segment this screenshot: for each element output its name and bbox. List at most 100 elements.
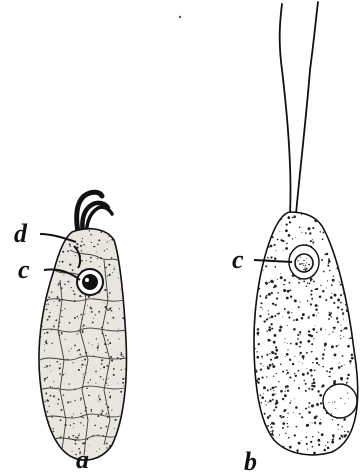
stipple-dot <box>79 354 81 356</box>
stipple-dot <box>316 315 317 316</box>
stipple-dot <box>98 434 99 435</box>
stipple-dot <box>343 329 344 330</box>
stipple-dot <box>269 364 272 367</box>
stipple-dot <box>276 373 277 374</box>
stipple-dot <box>270 280 273 283</box>
stipple-dot <box>269 326 271 328</box>
stipple-dot <box>108 406 110 408</box>
stipple-dot <box>110 463 111 464</box>
stipple-dot <box>286 370 288 372</box>
stipple-dot <box>62 251 64 253</box>
stipple-dot <box>45 274 47 276</box>
stipple-dot <box>340 335 341 336</box>
stipple-dot <box>275 401 278 404</box>
stipple-dot <box>268 293 271 296</box>
stipple-dot <box>305 265 306 266</box>
stipple-dot <box>35 280 37 282</box>
stipple-dot <box>252 444 253 445</box>
stipple-dot <box>46 286 47 287</box>
stipple-dot <box>108 344 109 345</box>
stipple-dot <box>322 358 324 360</box>
stipple-dot <box>299 346 301 348</box>
stipple-dot <box>104 343 106 345</box>
stipple-dot <box>252 359 254 361</box>
stipple-dot <box>85 301 86 302</box>
stipple-dot <box>64 283 66 285</box>
stipple-dot <box>315 309 317 311</box>
stipple-dot <box>58 283 60 285</box>
stipple-dot <box>252 408 254 410</box>
stipple-dot <box>347 239 348 240</box>
stipple-dot <box>122 267 124 269</box>
stipple-dot <box>117 357 119 359</box>
stipple-dot <box>338 429 339 430</box>
stipple-dot <box>119 338 120 339</box>
stipple-dot <box>329 225 332 228</box>
stipple-dot <box>43 239 45 241</box>
stipple-dot <box>98 401 99 402</box>
stipple-dot <box>313 280 315 282</box>
stipple-dot <box>252 228 254 230</box>
stipple-dot <box>274 244 276 246</box>
stipple-dot <box>301 263 303 265</box>
stipple-dot <box>123 429 125 431</box>
stipple-dot <box>108 459 109 460</box>
stipple-dot <box>77 437 79 439</box>
stipple-dot <box>309 232 311 234</box>
stipple-dot <box>282 416 284 418</box>
stipple-dot <box>358 232 359 233</box>
stipple-dot <box>280 239 282 241</box>
stipple-dot <box>360 353 363 356</box>
stipple-dot <box>37 411 38 412</box>
stipple-dot <box>287 349 288 350</box>
stipple-dot <box>314 369 316 371</box>
stipple-dot <box>256 356 259 359</box>
stipple-dot <box>292 217 293 218</box>
stipple-dot <box>269 258 270 259</box>
stipple-dot <box>294 373 295 374</box>
stipple-dot <box>67 232 68 233</box>
stipple-dot <box>285 433 286 434</box>
stipple-dot <box>42 279 43 280</box>
stipple-dot <box>58 451 59 452</box>
stipple-dot <box>308 425 309 426</box>
stipple-dot <box>71 287 72 288</box>
stipple-dot <box>126 447 128 449</box>
stipple-dot <box>50 446 52 448</box>
stipple-dot <box>51 226 53 228</box>
stipple-dot <box>345 276 347 278</box>
stipple-dot <box>284 394 287 397</box>
stipple-dot <box>116 419 117 420</box>
stipple-dot <box>256 261 258 263</box>
stipple-dot <box>104 302 105 303</box>
stipple-dot <box>312 299 313 300</box>
stipple-dot <box>312 362 314 364</box>
stipple-dot <box>290 400 291 401</box>
stipple-dot <box>127 268 128 269</box>
stipple-dot <box>78 369 80 371</box>
stipple-dot <box>73 290 75 292</box>
stipple-dot <box>313 381 316 384</box>
stipple-dot <box>336 345 338 347</box>
stipple-dot <box>342 456 343 457</box>
stipple-dot <box>318 458 320 460</box>
stipple-dot <box>37 287 39 289</box>
stipple-dot <box>318 312 319 313</box>
stipple-dot <box>40 437 41 438</box>
stipple-dot <box>340 435 342 437</box>
stipple-dot <box>288 234 291 237</box>
stipple-dot <box>64 232 66 234</box>
stipple-dot <box>68 460 70 462</box>
stipple-dot <box>72 435 74 437</box>
stipple-dot <box>58 265 59 266</box>
stipple-dot <box>347 392 348 393</box>
stipple-dot <box>48 265 49 266</box>
label-panel-a: a <box>76 445 89 474</box>
stipple-dot <box>81 367 82 368</box>
stipple-dot <box>79 433 80 434</box>
stipple-dot <box>295 343 298 346</box>
stipple-dot <box>258 248 260 250</box>
stipple-dot <box>296 318 299 321</box>
stipple-dot <box>355 268 357 270</box>
stipple-dot <box>344 220 347 223</box>
